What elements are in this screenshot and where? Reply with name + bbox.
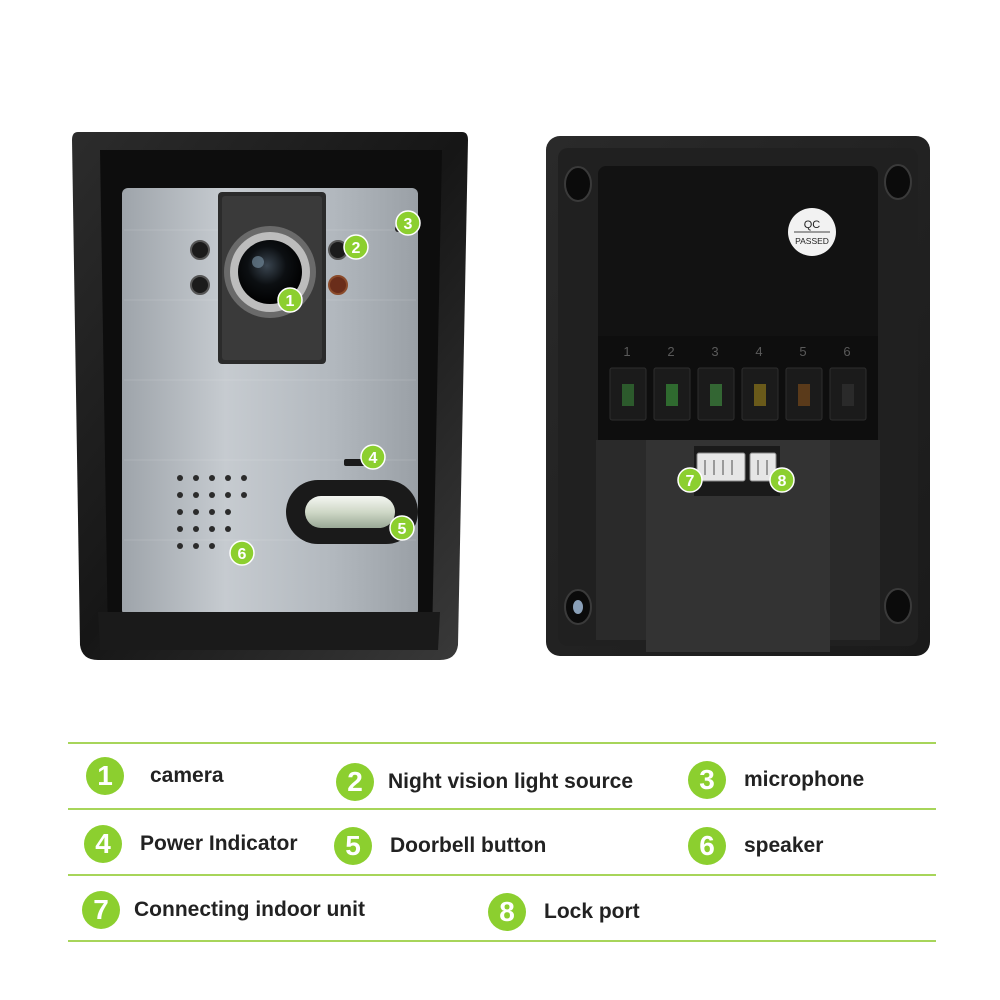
speaker-hole: [225, 509, 231, 515]
callout-number: 7: [686, 473, 695, 490]
legend-item-doorbell-button: 5 Doorbell button: [334, 826, 546, 866]
power-indicator-led: [344, 459, 366, 466]
terminal-screw: [842, 384, 854, 406]
front-unit: [72, 132, 468, 660]
speaker-hole: [177, 509, 183, 515]
legend-number-8: 8: [488, 893, 526, 931]
terminal-screw: [666, 384, 678, 406]
legend-item-power-indicator: 4 Power Indicator: [84, 824, 298, 864]
speaker-hole: [209, 475, 215, 481]
callout-badge-3: 3: [395, 210, 421, 236]
qc-sticker-bottom: PASSED: [795, 236, 829, 246]
legend-number-6: 6: [688, 827, 726, 865]
legend-number-2: 2: [336, 763, 374, 801]
callout-number: 5: [398, 521, 407, 538]
speaker-hole: [177, 475, 183, 481]
speaker-hole: [209, 492, 215, 498]
callout-badge-2: 2: [343, 234, 369, 260]
speaker-hole: [241, 492, 247, 498]
callout-badge-5: 5: [389, 515, 415, 541]
speaker-hole: [177, 526, 183, 532]
terminal-screw: [754, 384, 766, 406]
qc-sticker: QC PASSED: [788, 208, 836, 256]
speaker-hole: [193, 509, 199, 515]
legend-label-connecting-indoor-unit: Connecting indoor unit: [134, 898, 365, 921]
callout-badge-7: 7: [677, 467, 703, 493]
terminal-number: 5: [799, 344, 806, 359]
legend-number-7: 7: [82, 891, 120, 929]
callout-number: 3: [404, 216, 413, 233]
legend-label-speaker: speaker: [744, 834, 824, 857]
night-vision-led-cluster: [190, 240, 348, 295]
callout-number: 1: [286, 293, 295, 310]
speaker-hole: [225, 526, 231, 532]
legend-number-3: 3: [688, 761, 726, 799]
speaker-hole: [209, 543, 215, 549]
terminal-number: 1: [623, 344, 630, 359]
callout-badge-4: 4: [360, 444, 386, 470]
terminal-number: 6: [843, 344, 850, 359]
callout-number: 4: [369, 450, 378, 467]
callout-badge-1: 1: [277, 287, 303, 313]
legend-label-power-indicator: Power Indicator: [140, 832, 298, 855]
device-photo: QC PASSED 1 2 3 4 5 6 1 2 3 4 5 6 7 8: [72, 132, 930, 660]
legend-item-camera: 1 camera: [86, 756, 224, 796]
legend-rule-4: [68, 940, 936, 942]
speaker-hole: [225, 475, 231, 481]
legend-rule-2: [68, 808, 936, 810]
speaker-hole: [193, 543, 199, 549]
legend-rule-1: [68, 742, 936, 744]
legend-label-camera: camera: [150, 764, 224, 787]
speaker-hole: [177, 543, 183, 549]
legend-label-night-vision: Night vision light source: [388, 770, 634, 793]
speaker-hole: [177, 492, 183, 498]
legend-rule-3: [68, 874, 936, 876]
legend-label-microphone: microphone: [744, 768, 865, 791]
legend-item-night-vision: 2 Night vision light source: [336, 762, 633, 802]
speaker-hole: [193, 475, 199, 481]
legend-item-speaker: 6 speaker: [688, 826, 823, 866]
terminal-number: 4: [755, 344, 762, 359]
callout-number: 6: [238, 546, 247, 563]
speaker-hole: [209, 526, 215, 532]
terminal-number: 3: [711, 344, 718, 359]
qc-sticker-top: QC: [804, 219, 821, 231]
callouts: 1 2 3 4 5 6 7 8: [229, 210, 795, 566]
callout-number: 2: [352, 240, 361, 257]
callout-badge-6: 6: [229, 540, 255, 566]
terminal-screw: [710, 384, 722, 406]
legend-label-lock-port: Lock port: [544, 900, 640, 923]
speaker-hole: [209, 509, 215, 515]
legend-number-5: 5: [334, 827, 372, 865]
legend-item-connecting-indoor-unit: 7 Connecting indoor unit: [82, 890, 365, 930]
speaker-grille: [177, 475, 247, 549]
speaker-hole: [193, 526, 199, 532]
back-unit: QC PASSED 1 2 3 4 5 6: [546, 136, 930, 656]
speaker-hole: [225, 492, 231, 498]
terminal-slots: 1 2 3 4 5 6: [609, 344, 867, 421]
lock-port-connector: [749, 452, 777, 482]
callout-number: 8: [778, 473, 787, 490]
legend-item-microphone: 3 microphone: [688, 760, 864, 800]
legend-label-doorbell-button: Doorbell button: [390, 834, 547, 857]
legend-item-lock-port: 8 Lock port: [488, 892, 640, 932]
terminal-screw: [622, 384, 634, 406]
doorbell-button-shape: [286, 480, 418, 544]
speaker-hole: [241, 475, 247, 481]
terminal-number: 2: [667, 344, 674, 359]
speaker-hole: [193, 492, 199, 498]
callout-badge-8: 8: [769, 467, 795, 493]
legend-number-1: 1: [86, 757, 124, 795]
legend-number-4: 4: [84, 825, 122, 863]
terminal-screw: [798, 384, 810, 406]
